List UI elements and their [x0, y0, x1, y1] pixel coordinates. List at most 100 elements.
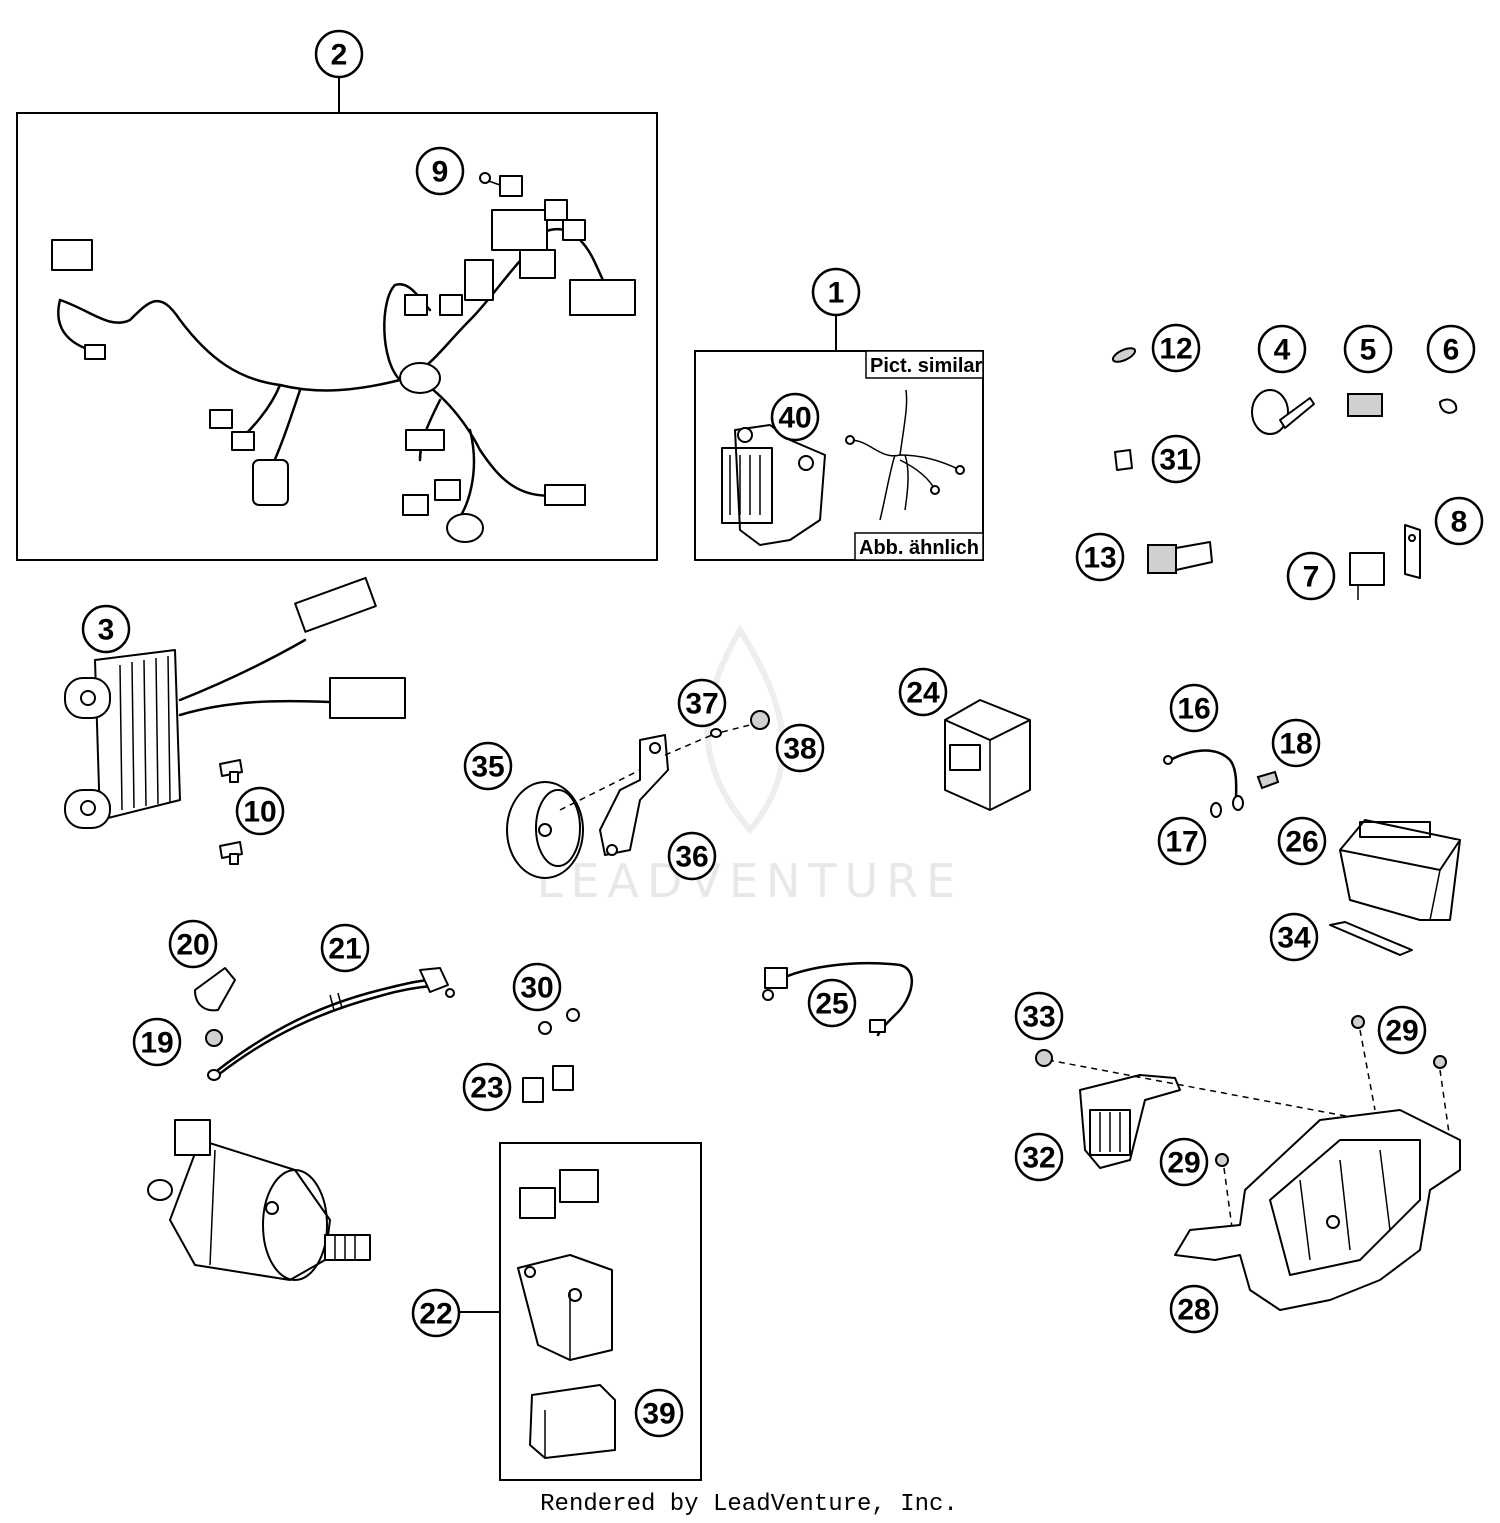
relay-kit-22-drawing — [517, 1169, 613, 1361]
callout-25[interactable]: 25 — [807, 978, 857, 1028]
svg-text:17: 17 — [1165, 826, 1198, 859]
fuse-23-drawing — [522, 1065, 574, 1103]
callout-10[interactable]: 10 — [235, 786, 285, 836]
svg-text:38: 38 — [783, 733, 816, 766]
callout-5[interactable]: 5 — [1343, 324, 1393, 374]
screw-18-drawing — [1256, 770, 1280, 790]
callout-20[interactable]: 20 — [168, 919, 218, 969]
callout-21[interactable]: 21 — [320, 923, 370, 973]
callout-39[interactable]: 39 — [634, 1388, 684, 1438]
callout-29-top[interactable]: 29 — [1377, 1005, 1427, 1055]
svg-text:33: 33 — [1022, 1001, 1055, 1034]
battery-box-28-drawing — [1174, 1109, 1461, 1311]
svg-text:29: 29 — [1385, 1015, 1418, 1048]
connector-13-drawing — [1147, 541, 1213, 574]
callout-36[interactable]: 36 — [667, 831, 717, 881]
svg-text:3: 3 — [98, 614, 115, 647]
callout-8[interactable]: 8 — [1434, 496, 1484, 546]
callout-26[interactable]: 26 — [1277, 816, 1327, 866]
callout-16[interactable]: 16 — [1169, 683, 1219, 733]
connector-9-drawing — [479, 172, 523, 197]
screw-30-drawing — [538, 1008, 580, 1035]
starter-motor-drawing — [147, 1119, 371, 1281]
bolt-10-drawing — [219, 759, 243, 865]
svg-text:39: 39 — [642, 1398, 675, 1431]
harness-kit-box — [694, 350, 984, 561]
wiring-harness-drawing — [51, 199, 636, 543]
relay-7-drawing — [1349, 552, 1385, 600]
holder-32-drawing — [1047, 1059, 1421, 1169]
callout-29-left[interactable]: 29 — [1159, 1137, 1209, 1187]
callout-32[interactable]: 32 — [1014, 1132, 1064, 1182]
callout-35[interactable]: 35 — [463, 741, 513, 791]
kit-wires-drawing — [845, 389, 965, 521]
callout-13[interactable]: 13 — [1075, 532, 1125, 582]
callout-6[interactable]: 6 — [1426, 324, 1476, 374]
regulator-3-drawing — [64, 576, 406, 829]
svg-text:19: 19 — [140, 1027, 173, 1060]
svg-text:37: 37 — [685, 688, 718, 721]
svg-text:22: 22 — [419, 1298, 452, 1331]
svg-text:9: 9 — [432, 156, 449, 189]
callout-12[interactable]: 12 — [1151, 323, 1201, 373]
svg-text:21: 21 — [328, 933, 361, 966]
callout-3[interactable]: 3 — [81, 604, 131, 654]
svg-text:30: 30 — [520, 972, 553, 1005]
svg-text:1: 1 — [828, 277, 845, 310]
svg-text:6: 6 — [1443, 334, 1460, 367]
relay-24-drawing — [944, 699, 1031, 811]
wiring-harness-box — [16, 112, 658, 561]
cable-tie-4-drawing — [1251, 389, 1315, 435]
callout-1[interactable]: 1 — [811, 267, 861, 317]
callout-22[interactable]: 22 — [411, 1288, 461, 1338]
watermark: LEADVENTURE — [537, 854, 964, 908]
note-pict-similar: Pict. similar — [870, 355, 982, 377]
callout-19[interactable]: 19 — [132, 1017, 182, 1067]
svg-text:2: 2 — [331, 39, 348, 72]
callout-33[interactable]: 33 — [1014, 991, 1064, 1041]
callout-40[interactable]: 40 — [770, 392, 820, 442]
callout-7[interactable]: 7 — [1286, 551, 1336, 601]
relay-39-drawing — [529, 1384, 616, 1459]
callout-17[interactable]: 17 — [1157, 816, 1207, 866]
callout-24[interactable]: 24 — [898, 667, 948, 717]
callout-30[interactable]: 30 — [512, 962, 562, 1012]
callout-28[interactable]: 28 — [1169, 1284, 1219, 1334]
cable-25-drawing — [762, 961, 913, 1037]
svg-text:26: 26 — [1285, 826, 1318, 859]
holder-5-drawing — [1347, 393, 1383, 417]
nut-19-drawing — [205, 1029, 223, 1047]
footer-credit: Rendered by LeadVenture, Inc. — [540, 1491, 958, 1518]
washer-17-drawing — [1210, 802, 1222, 818]
svg-text:7: 7 — [1303, 561, 1320, 594]
svg-text:31: 31 — [1159, 444, 1192, 477]
callout-4[interactable]: 4 — [1257, 324, 1307, 374]
callout-9[interactable]: 9 — [415, 146, 465, 196]
clip-6-drawing — [1439, 398, 1458, 414]
callout-38[interactable]: 38 — [775, 723, 825, 773]
callout-18[interactable]: 18 — [1271, 718, 1321, 768]
clip-12-drawing — [1111, 347, 1137, 363]
battery-26-drawing — [1339, 819, 1461, 921]
svg-text:35: 35 — [471, 751, 504, 784]
svg-text:18: 18 — [1279, 728, 1312, 761]
bracket-36-drawing — [599, 724, 751, 856]
callout-34[interactable]: 34 — [1269, 912, 1319, 962]
pad-34-drawing — [1329, 921, 1413, 956]
callout-31[interactable]: 31 — [1151, 434, 1201, 484]
svg-text:13: 13 — [1083, 542, 1116, 575]
plate-8-drawing — [1404, 524, 1421, 579]
svg-text:12: 12 — [1159, 333, 1192, 366]
cable-16-drawing — [1163, 749, 1244, 811]
horn-35-drawing — [506, 769, 641, 879]
callout-37[interactable]: 37 — [677, 678, 727, 728]
callout-2[interactable]: 2 — [314, 29, 364, 79]
svg-text:25: 25 — [815, 988, 848, 1021]
callout-23[interactable]: 23 — [462, 1062, 512, 1112]
nut-33-drawing — [1035, 1049, 1053, 1067]
svg-text:28: 28 — [1177, 1294, 1210, 1327]
nut-38-drawing — [750, 710, 770, 730]
fuse-31-drawing — [1114, 449, 1133, 471]
svg-text:5: 5 — [1360, 334, 1377, 367]
